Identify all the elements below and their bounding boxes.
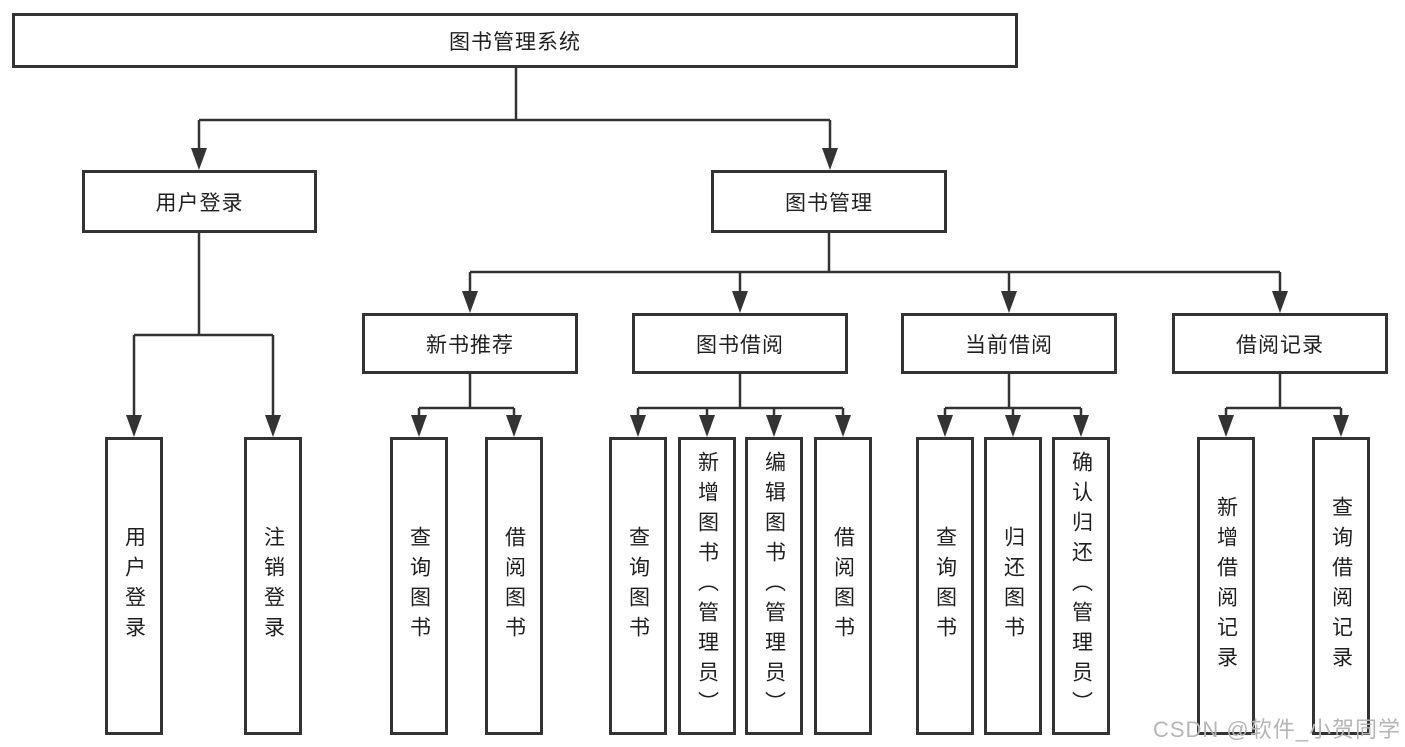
node-book-management-label: 图书管理 (785, 191, 873, 215)
leaf-query-books-borrowing-label: 查询图书 (626, 526, 650, 646)
node-new-book-recommend: 新书推荐 (362, 313, 578, 374)
node-new-book-recommend-label: 新书推荐 (426, 333, 514, 357)
leaf-query-books-recommend: 查询图书 (390, 437, 448, 735)
node-book-management: 图书管理 (711, 170, 947, 233)
leaf-add-books-admin-label: 新增图书（管理员） (695, 451, 719, 721)
leaf-query-books-current-label: 查询图书 (933, 526, 957, 646)
leaf-query-borrow-record-label: 查询借阅记录 (1329, 496, 1353, 676)
leaf-return-books: 归还图书 (984, 437, 1042, 735)
leaf-borrow-books-borrowing-label: 借阅图书 (831, 526, 855, 646)
node-user-login-label: 用户登录 (155, 191, 244, 215)
node-book-borrowing: 图书借阅 (632, 313, 848, 374)
leaf-return-books-label: 归还图书 (1001, 526, 1025, 646)
leaf-confirm-return-admin-label: 确认归还（管理员） (1069, 451, 1093, 721)
node-root-label: 图书管理系统 (449, 30, 581, 54)
node-current-borrowing: 当前借阅 (901, 313, 1117, 374)
leaf-borrow-books-borrowing: 借阅图书 (814, 437, 872, 735)
leaf-borrow-books-recommend-label: 借阅图书 (502, 526, 526, 646)
leaf-user-login: 用户登录 (105, 437, 163, 735)
leaf-logout: 注销登录 (244, 437, 302, 735)
node-root: 图书管理系统 (12, 13, 1018, 68)
node-book-borrowing-label: 图书借阅 (696, 333, 784, 357)
watermark: CSDN @软件_小贺同学 (1152, 717, 1401, 742)
node-borrowing-records: 借阅记录 (1172, 313, 1388, 374)
leaf-edit-books-admin: 编辑图书（管理员） (745, 437, 803, 735)
leaf-query-borrow-record: 查询借阅记录 (1312, 437, 1370, 735)
leaf-user-login-label: 用户登录 (122, 526, 146, 646)
leaf-add-borrow-record: 新增借阅记录 (1197, 437, 1255, 735)
leaf-query-books-current: 查询图书 (916, 437, 974, 735)
node-borrowing-records-label: 借阅记录 (1236, 333, 1324, 357)
arrowheads (126, 148, 1349, 437)
node-current-borrowing-label: 当前借阅 (965, 333, 1053, 357)
leaf-query-books-borrowing: 查询图书 (609, 437, 667, 735)
leaf-borrow-books-recommend: 借阅图书 (485, 437, 543, 735)
leaf-add-borrow-record-label: 新增借阅记录 (1214, 496, 1238, 676)
leaf-confirm-return-admin: 确认归还（管理员） (1052, 437, 1110, 735)
node-user-login: 用户登录 (82, 170, 317, 233)
leaf-add-books-admin: 新增图书（管理员） (678, 437, 736, 735)
leaf-edit-books-admin-label: 编辑图书（管理员） (762, 451, 786, 721)
leaf-logout-label: 注销登录 (261, 526, 285, 646)
leaf-query-books-recommend-label: 查询图书 (407, 526, 431, 646)
